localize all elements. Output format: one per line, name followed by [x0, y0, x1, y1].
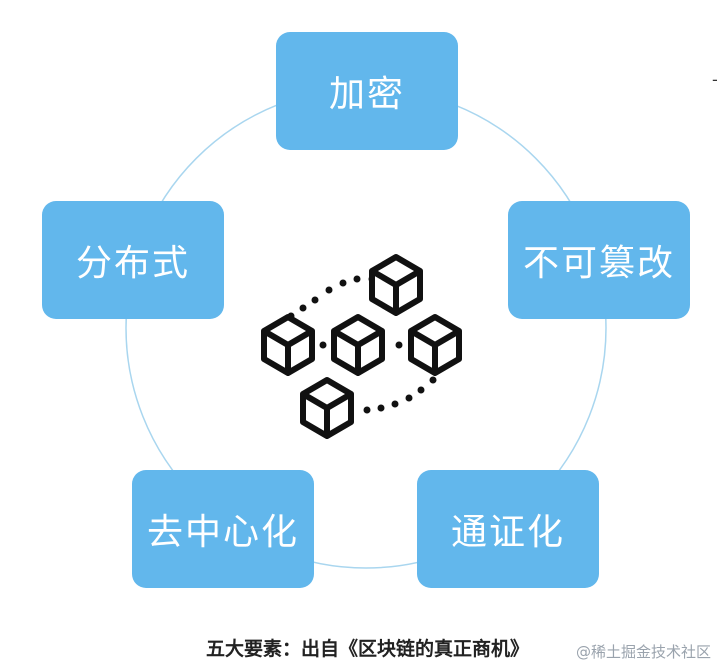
element-encryption: 加密	[276, 32, 458, 150]
edge-mark: -	[712, 70, 718, 89]
element-decentralized-label: 去中心化	[146, 512, 299, 553]
blockchain-cubes-icon	[255, 248, 475, 443]
element-decentralized: 去中心化	[132, 470, 314, 588]
element-distributed: 分布式	[42, 201, 224, 319]
cube-middle	[334, 317, 382, 373]
element-distributed-label: 分布式	[75, 243, 190, 284]
element-tokenization: 通证化	[417, 470, 599, 588]
element-immutable: 不可篡改	[508, 201, 690, 319]
caption-text: 五大要素：出自《区块链的真正商机》	[206, 638, 530, 660]
element-encryption-label: 加密	[328, 74, 405, 115]
cube-left	[264, 317, 312, 373]
element-immutable-label: 不可篡改	[522, 243, 675, 284]
element-tokenization-label: 通证化	[450, 512, 565, 553]
cube-bottom	[303, 380, 351, 436]
cube-right	[411, 317, 459, 373]
cube-top-right	[372, 257, 420, 313]
watermark: @稀土掘金技术社区	[575, 643, 711, 661]
caption-row: 五大要素：出自《区块链的真正商机》	[0, 634, 721, 664]
